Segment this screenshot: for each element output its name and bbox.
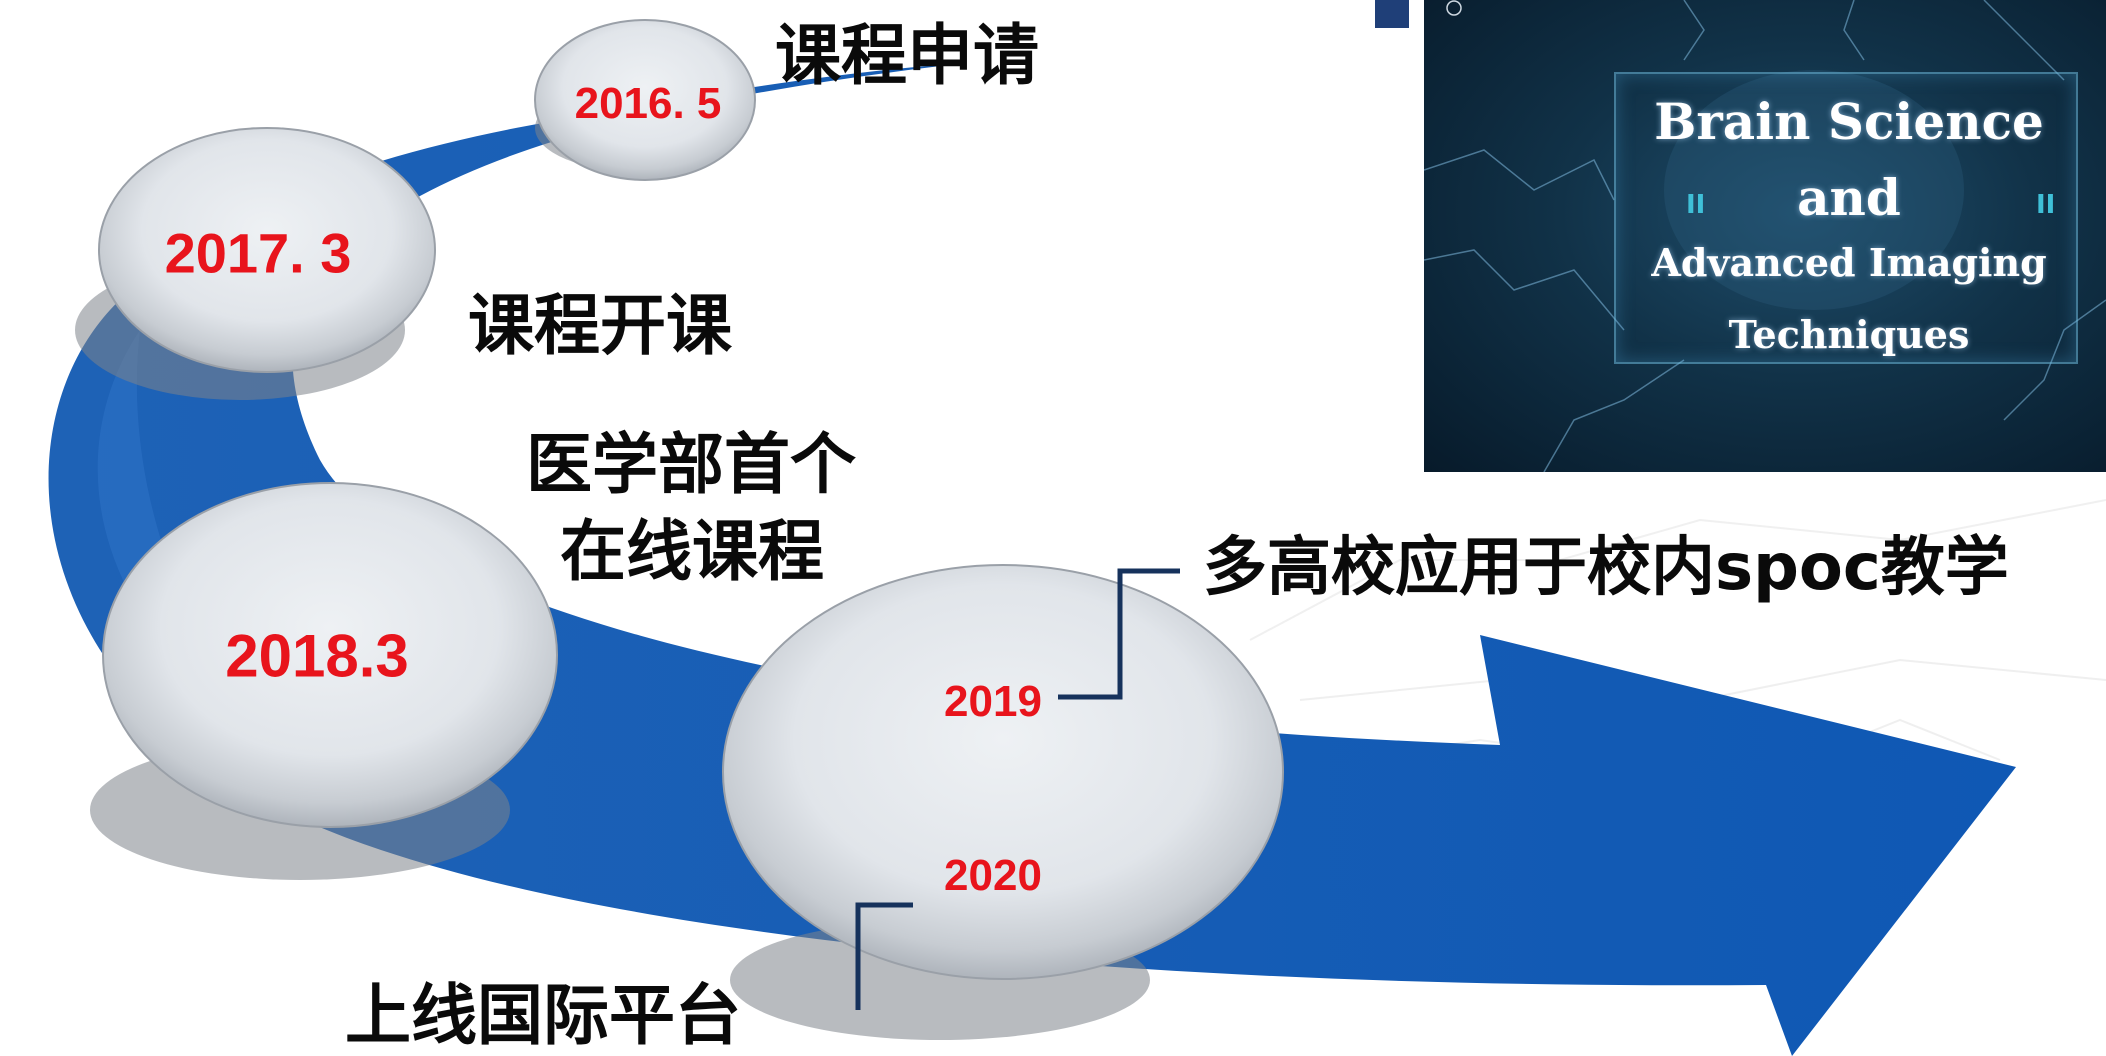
corner-accent [1375,0,1409,28]
disc-2017 [98,127,436,373]
disc-2018 [102,482,558,828]
thumb-title-line1: Brain Science [1654,92,2044,151]
connector-2020 [855,902,913,1010]
thumb-title-line2: and [1797,168,1901,227]
label-international-platform: 上线国际平台 [345,977,741,1054]
disc-2019-2020 [722,564,1284,980]
label-course-launch: 课程开课 [468,287,732,364]
year-2020: 2020 [944,851,1042,900]
label-first-online-course-line1: 医学部首个 [526,426,856,503]
year-2018: 2018.3 [225,622,409,690]
course-thumbnail: Brain Science and Advanced Imaging Techn… [1424,0,2106,472]
thumb-mark-left: II [1686,190,1706,220]
label-course-application: 课程申请 [775,17,1039,94]
university-seal-icon [1446,0,1462,16]
thumb-mark-right: II [2036,190,2056,220]
connectors [855,568,1180,1010]
timeline-ribbon [48,63,2016,1056]
neural-lines [1424,0,2106,472]
university-logo [1444,0,1594,20]
label-spoc-teaching: 多高校应用于校内spoc教学 [1203,531,2009,605]
title-frame [1614,72,2078,364]
thumb-title-line3: Advanced Imaging [1651,240,2047,285]
ribbon-highlight [97,330,260,730]
milestone-discs [98,19,1284,980]
year-2016: 2016. 5 [574,79,722,128]
thumb-title-line4: Techniques [1728,312,1970,357]
year-2017: 2017. 3 [164,221,352,285]
label-first-online-course-line2: 在线课程 [560,513,824,590]
connector-2019 [1058,568,1180,700]
disc-2016 [534,19,756,181]
year-2019: 2019 [944,677,1042,726]
